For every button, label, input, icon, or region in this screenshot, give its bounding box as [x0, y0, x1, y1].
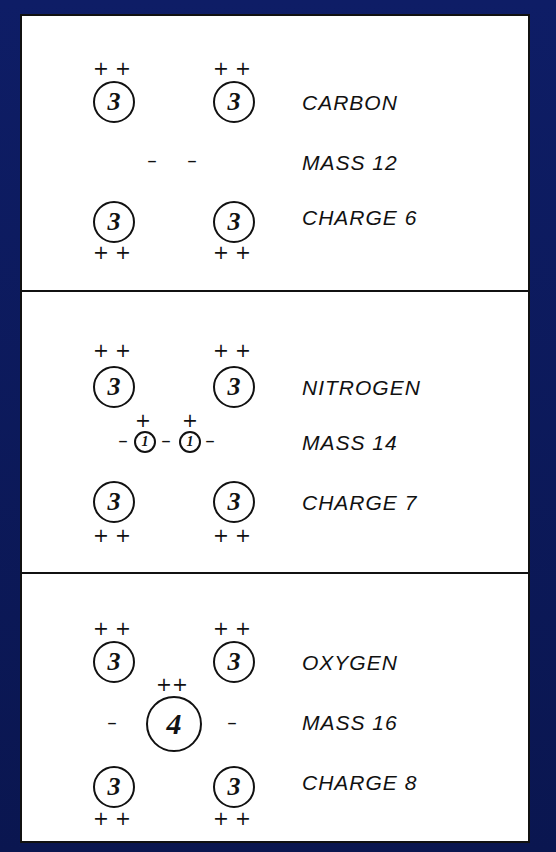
charge-circle: 3: [213, 481, 255, 523]
charge-circle: 3: [93, 641, 135, 683]
element-panel: CARBON MASS 12 CHARGE 6 3 3 3 3: [20, 14, 530, 292]
charge-circle: 3: [93, 766, 135, 808]
circle-number: 3: [228, 649, 241, 675]
circle-number: 3: [228, 374, 241, 400]
circle-number: 3: [108, 774, 121, 800]
element-label: MASS 14: [302, 432, 398, 453]
circle-number: 3: [228, 489, 241, 515]
element-label: CHARGE 7: [302, 492, 417, 513]
circle-number: 3: [228, 89, 241, 115]
charge-circle: 4: [146, 696, 202, 752]
element-label: NITROGEN: [302, 377, 421, 398]
element-label: CHARGE 8: [302, 772, 417, 793]
circle-number: 1: [187, 435, 194, 449]
charge-circle: 3: [93, 366, 135, 408]
charge-circle: 1: [134, 431, 156, 453]
element-label: MASS 12: [302, 152, 398, 173]
charge-circle: 3: [213, 766, 255, 808]
element-label: CARBON: [302, 92, 398, 113]
charge-circle: 1: [179, 431, 201, 453]
circle-number: 3: [108, 89, 121, 115]
element-label: MASS 16: [302, 712, 398, 733]
element-label: OXYGEN: [302, 652, 398, 673]
circle-number: 4: [167, 709, 182, 739]
circle-number: 3: [108, 489, 121, 515]
circle-number: 3: [108, 209, 121, 235]
circle-number: 3: [228, 774, 241, 800]
element-panel: NITROGEN MASS 14 CHARGE 7 3 3 1 1 3 3: [20, 290, 530, 574]
circle-number: 1: [142, 435, 149, 449]
element-panel: OXYGEN MASS 16 CHARGE 8 3 3 4 3 3: [20, 572, 530, 843]
charge-circle: 3: [213, 366, 255, 408]
circle-number: 3: [108, 374, 121, 400]
charge-circle: 3: [93, 481, 135, 523]
circle-number: 3: [108, 649, 121, 675]
circle-number: 3: [228, 209, 241, 235]
charge-circle: 3: [93, 201, 135, 243]
charge-circle: 3: [213, 201, 255, 243]
element-label: CHARGE 6: [302, 207, 417, 228]
charge-circle: 3: [213, 81, 255, 123]
charge-circle: 3: [93, 81, 135, 123]
charge-circle: 3: [213, 641, 255, 683]
